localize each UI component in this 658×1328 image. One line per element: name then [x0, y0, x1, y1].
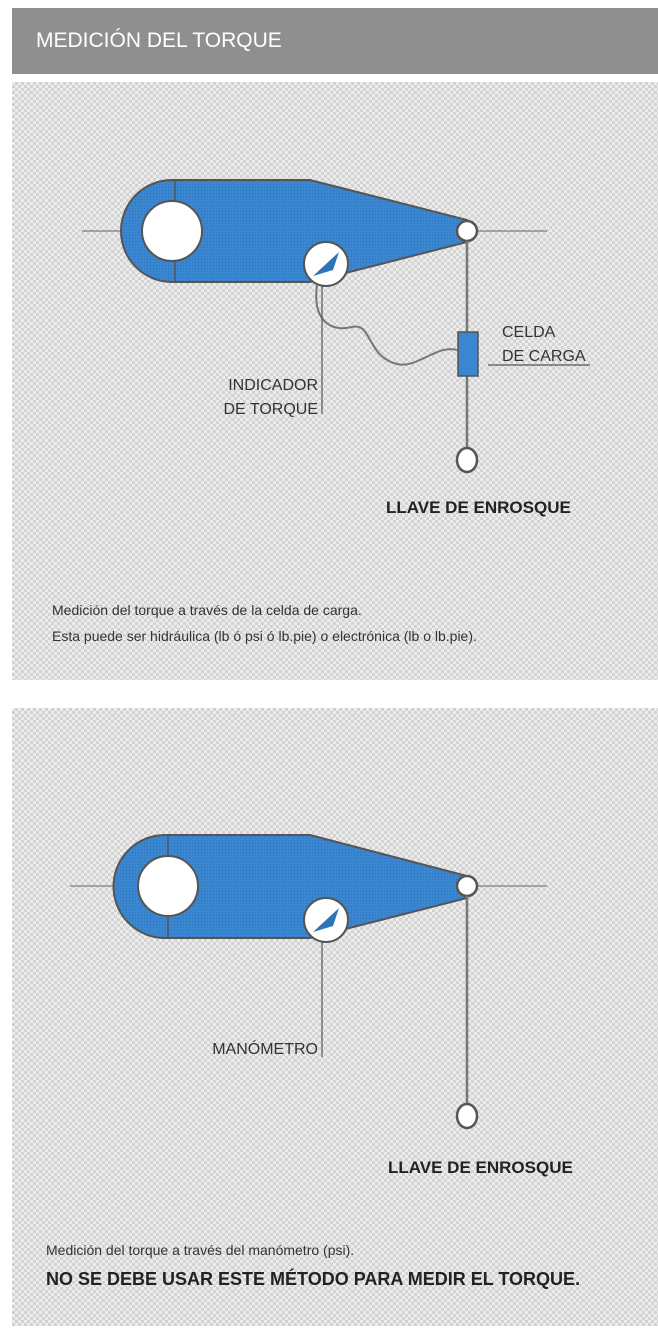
diagram-panel-load-cell: CELDA DE CARGA INDICADOR DE TORQUE LLAVE…: [12, 82, 658, 680]
gauge-needle: [313, 252, 339, 276]
label-wrench: LLAVE DE ENROSQUE: [386, 498, 571, 517]
label-load-cell-1: CELDA: [502, 324, 556, 341]
warning-text: NO SE DEBE USAR ESTE MÉTODO PARA MEDIR E…: [46, 1269, 581, 1289]
label-indicator-1: INDICADOR: [228, 377, 318, 394]
section-header: MEDICIÓN DEL TORQUE: [12, 8, 658, 74]
gauge-diagram: MANÓMETRO LLAVE DE ENROSQUE: [70, 834, 573, 1177]
wrench-ring: [455, 446, 479, 474]
label-gauge: MANÓMETRO: [212, 1039, 318, 1058]
wrench-ring: [455, 1102, 479, 1130]
caption-line-1: Medición del torque a través del manómet…: [46, 1242, 355, 1258]
load-cell-diagram: CELDA DE CARGA INDICADOR DE TORQUE LLAVE…: [82, 179, 590, 517]
torque-arm: [120, 179, 468, 283]
hydraulic-hose: [315, 284, 458, 366]
pivot-pin: [455, 874, 479, 898]
torque-arm: [112, 834, 468, 939]
label-load-cell-2: DE CARGA: [502, 348, 586, 365]
pivot-pin: [455, 219, 479, 243]
caption-line-2: Esta puede ser hidráulica (lb ó psi ó lb…: [52, 628, 477, 644]
arm-bore-circle: [137, 855, 199, 917]
arm-bore-circle: [141, 200, 203, 262]
page-title: MEDICIÓN DEL TORQUE: [36, 29, 282, 52]
load-cell: [457, 331, 479, 377]
diagram-panel-gauge: MANÓMETRO LLAVE DE ENROSQUE Medición del…: [12, 708, 658, 1326]
label-indicator-2: DE TORQUE: [223, 401, 318, 418]
caption-line-1: Medición del torque a través de la celda…: [52, 602, 362, 618]
gauge-needle: [313, 908, 339, 932]
label-wrench: LLAVE DE ENROSQUE: [388, 1158, 573, 1177]
